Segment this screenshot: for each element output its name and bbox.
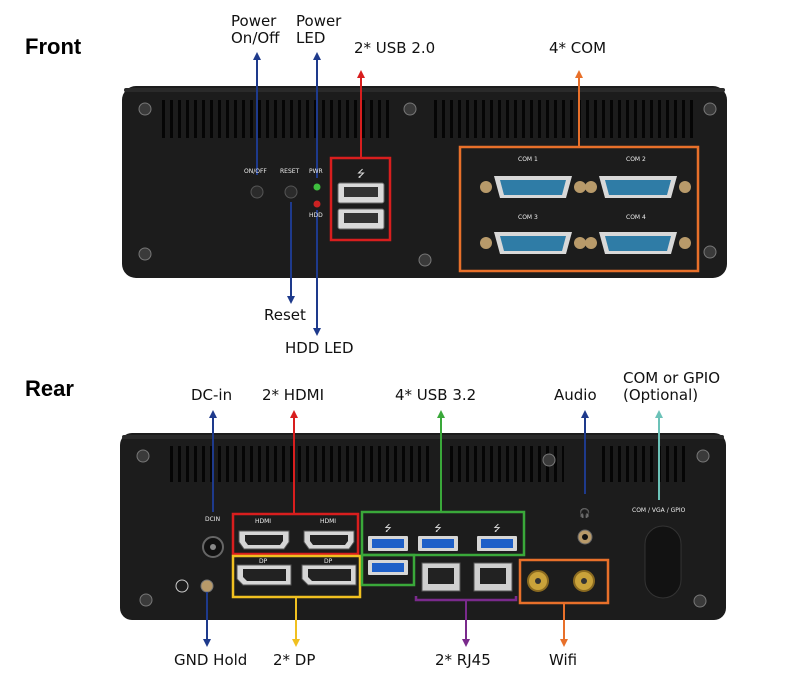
com-ports bbox=[480, 176, 691, 254]
rear-section-title: Rear bbox=[25, 376, 74, 401]
screw-icon bbox=[403, 102, 417, 116]
gnd-screw-icon bbox=[200, 579, 214, 593]
callout-hdmi: 2* HDMI bbox=[262, 386, 325, 404]
callout-gnd-hold: GND Hold bbox=[174, 651, 248, 669]
screw-icon bbox=[693, 594, 707, 608]
callout-audio: Audio bbox=[554, 386, 597, 404]
panel-label-hdmi-1: HDMI bbox=[255, 518, 272, 525]
com-gpio-knockout bbox=[644, 525, 682, 599]
hdd-led-icon bbox=[313, 200, 321, 208]
panel-label-com4: COM 4 bbox=[626, 214, 646, 221]
power-led-icon bbox=[313, 183, 321, 191]
callout-usb32: 4* USB 3.2 bbox=[395, 386, 477, 404]
panel-label-hdd: HDD bbox=[309, 212, 323, 219]
screw-icon bbox=[138, 102, 152, 116]
callout-dp: 2* DP bbox=[273, 651, 316, 669]
screw-icon bbox=[703, 102, 717, 116]
headphone-icon: 🎧 bbox=[579, 507, 590, 519]
callout-wifi: Wifi bbox=[549, 651, 578, 669]
screw-icon bbox=[138, 247, 152, 261]
screw-icon bbox=[418, 253, 432, 267]
rear-panel: ⭍ ⭍ ⭍ 🎧 bbox=[120, 433, 726, 620]
panel-label-com1: COM 1 bbox=[518, 156, 538, 163]
callout-dcin: DC-in bbox=[191, 386, 233, 404]
panel-label-onoff: ON/OFF bbox=[244, 168, 267, 175]
db9-com-port-icon bbox=[585, 232, 691, 254]
front-vent-left bbox=[160, 100, 390, 138]
power-button-icon bbox=[250, 185, 264, 199]
panel-label-dp-1: DP bbox=[259, 558, 268, 565]
svg-text:⭍: ⭍ bbox=[434, 523, 442, 534]
usb32-highlight-box bbox=[360, 510, 526, 557]
usb32-ports bbox=[368, 536, 517, 575]
panel-label-reset: RESET bbox=[280, 168, 300, 175]
db9-com-port-icon bbox=[585, 176, 691, 198]
screw-icon bbox=[139, 593, 153, 607]
callout-rj45: 2* RJ45 bbox=[435, 651, 491, 669]
db9-com-port-icon bbox=[480, 232, 586, 254]
screw-icon bbox=[136, 449, 150, 463]
panel-label-dcin: DCIN bbox=[205, 516, 221, 523]
panel-label-pwr: PWR bbox=[309, 168, 323, 175]
svg-text:⭍: ⭍ bbox=[357, 168, 365, 180]
panel-label-hdmi-2: HDMI bbox=[320, 518, 337, 525]
callout-com-gpio: COM or GPIO(Optional) bbox=[623, 369, 721, 404]
front-vent-right bbox=[432, 100, 694, 138]
panel-label-com-vga-gpio: COM / VGA / GPIO bbox=[632, 507, 686, 514]
panel-label-com2: COM 2 bbox=[626, 156, 646, 163]
panel-label-dp-2: DP bbox=[324, 558, 333, 565]
reset-button-icon bbox=[284, 185, 298, 199]
rear-vent-left bbox=[168, 446, 430, 482]
rear-vent-right bbox=[598, 446, 688, 482]
panel-label-com3: COM 3 bbox=[518, 214, 538, 221]
callout-reset: Reset bbox=[264, 306, 306, 324]
hdmi-highlight-box bbox=[231, 512, 360, 556]
callout-hdd-led: HDD LED bbox=[285, 339, 354, 357]
svg-text:⭍: ⭍ bbox=[493, 523, 501, 534]
screw-icon bbox=[703, 245, 717, 259]
front-panel: ⭍ bbox=[122, 86, 727, 278]
svg-text:⭍: ⭍ bbox=[384, 523, 392, 534]
screw-icon bbox=[696, 449, 710, 463]
db9-com-port-icon bbox=[480, 176, 586, 198]
callout-usb20: 2* USB 2.0 bbox=[354, 39, 436, 57]
front-section-title: Front bbox=[25, 34, 82, 59]
ground-symbol-icon bbox=[175, 579, 189, 593]
callout-com: 4* COM bbox=[549, 39, 607, 57]
screw-icon bbox=[542, 453, 556, 467]
